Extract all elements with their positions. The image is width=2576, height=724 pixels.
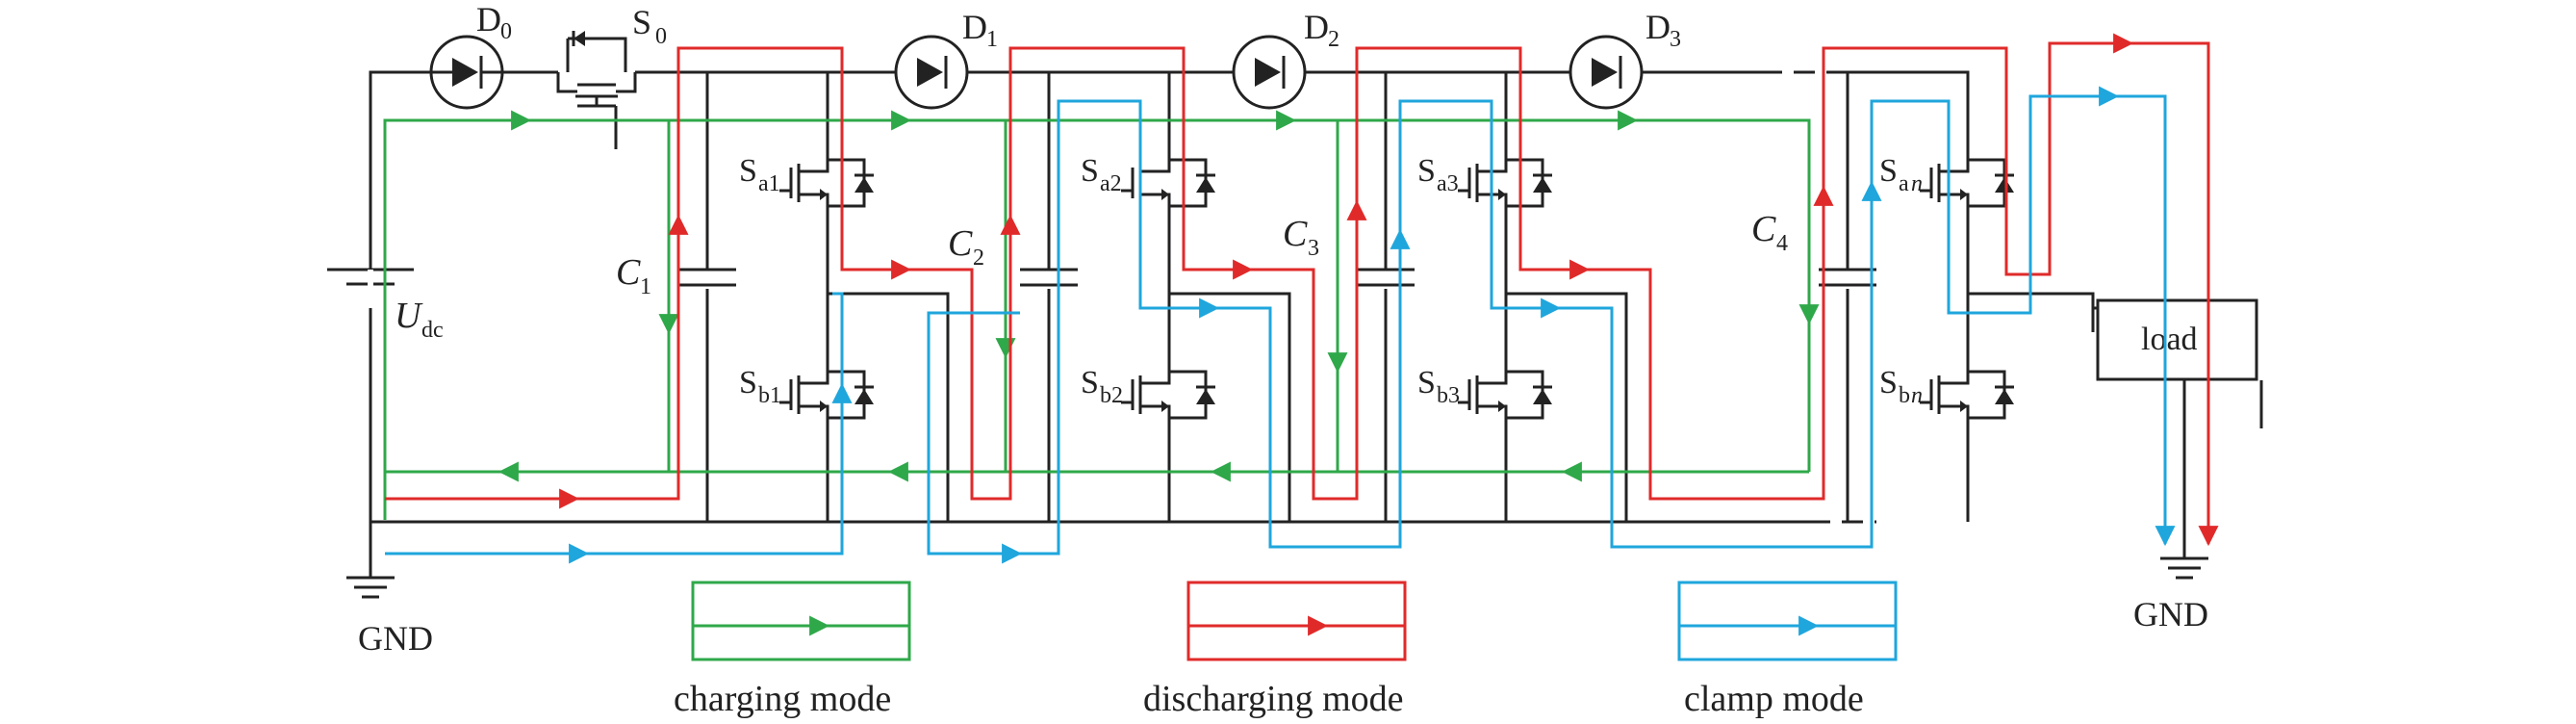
legend-clamp: clamp mode: [1677, 581, 1898, 719]
diode-d3: D 3: [1569, 8, 1681, 110]
diode-d2: D 2: [1232, 8, 1339, 110]
capacitor-c3: C 3: [1283, 214, 1415, 289]
switch-labels: S a1 S a2 S a3 S a n S b1 S b2 S b3 S b …: [739, 153, 1923, 408]
sa2-main: S: [1081, 153, 1099, 189]
load-box: load: [2096, 298, 2258, 381]
sbn-main: S: [1879, 365, 1898, 401]
legend-charging-label: charging mode: [674, 679, 891, 719]
load-label: load: [2141, 322, 2198, 357]
clamp-path: [385, 86, 2176, 564]
diode-d0: D 0: [429, 0, 512, 110]
sb3-main: S: [1417, 365, 1436, 401]
sa2-sub: a2: [1100, 171, 1122, 196]
d2-sub: 2: [1328, 27, 1339, 52]
gnd-right: GND: [2133, 539, 2208, 634]
c4-sub: 4: [1776, 231, 1788, 256]
source-label: U: [395, 296, 423, 336]
igbt-switch-upper-1: [779, 154, 874, 212]
legend-discharging-label: discharging mode: [1143, 679, 1404, 719]
sb1-main: S: [739, 365, 757, 401]
diode-d1: D 1: [894, 8, 998, 110]
sa1-main: S: [739, 153, 757, 189]
gnd-label-left: GND: [358, 619, 433, 658]
d1-main: D: [962, 8, 987, 46]
d0-main: D: [476, 0, 501, 39]
sa3-main: S: [1417, 153, 1436, 189]
sb1-sub: b1: [758, 383, 781, 408]
c3-sub: 3: [1308, 236, 1319, 261]
source-sub: dc: [421, 318, 444, 343]
capacitor-c4: C 4: [1751, 209, 1876, 289]
c4-main: C: [1751, 209, 1776, 249]
igbt-switch-lower-1: [779, 366, 874, 424]
dc-source: U dc: [327, 268, 444, 343]
legend-clamp-label: clamp mode: [1684, 679, 1864, 719]
switch-s0: S 0: [556, 3, 667, 149]
legend: charging mode discharging mode clamp mod…: [674, 581, 1898, 719]
d3-main: D: [1645, 8, 1671, 46]
d0-sub: 0: [500, 19, 512, 44]
capacitor-c1: C 1: [616, 252, 736, 299]
igbt-switch-upper-2: [1121, 154, 1215, 212]
s0-main: S: [632, 3, 651, 41]
san-sub-a: a: [1899, 171, 1909, 196]
sb2-main: S: [1081, 365, 1099, 401]
igbt-switch-lower-2: [1121, 366, 1215, 424]
sa3-sub: a3: [1437, 171, 1459, 196]
gnd-label-right: GND: [2133, 595, 2208, 634]
legend-discharging: discharging mode: [1143, 581, 1407, 719]
discharging-path: [385, 33, 2219, 547]
gnd-left: GND: [346, 576, 433, 658]
sb2-sub: b2: [1100, 383, 1123, 408]
d3-sub: 3: [1670, 27, 1681, 52]
sbn-sub-b: n: [1911, 383, 1923, 408]
d1-sub: 1: [986, 27, 998, 52]
c3-main: C: [1283, 214, 1308, 254]
c2-main: C: [948, 223, 973, 264]
igbt-switch-upper-4: [1920, 154, 2014, 212]
d2-main: D: [1304, 8, 1329, 46]
sb3-sub: b3: [1437, 383, 1460, 408]
c1-sub: 1: [640, 274, 651, 299]
sa1-sub: a1: [758, 171, 780, 196]
switches-group: [779, 154, 2014, 424]
c1-main: C: [616, 252, 641, 293]
legend-charging: charging mode: [674, 581, 911, 719]
igbt-switch-lower-3: [1458, 366, 1552, 424]
igbt-switch-lower-4: [1920, 366, 2014, 424]
circuit-wiring: [369, 70, 2263, 578]
igbt-switch-upper-3: [1458, 154, 1552, 212]
sbn-sub-a: b: [1899, 383, 1910, 408]
s0-sub: 0: [655, 24, 667, 49]
c2-sub: 2: [973, 246, 984, 271]
san-main: S: [1879, 153, 1898, 189]
capacitor-c2: C 2: [948, 223, 1078, 289]
san-sub-b: n: [1911, 171, 1923, 196]
